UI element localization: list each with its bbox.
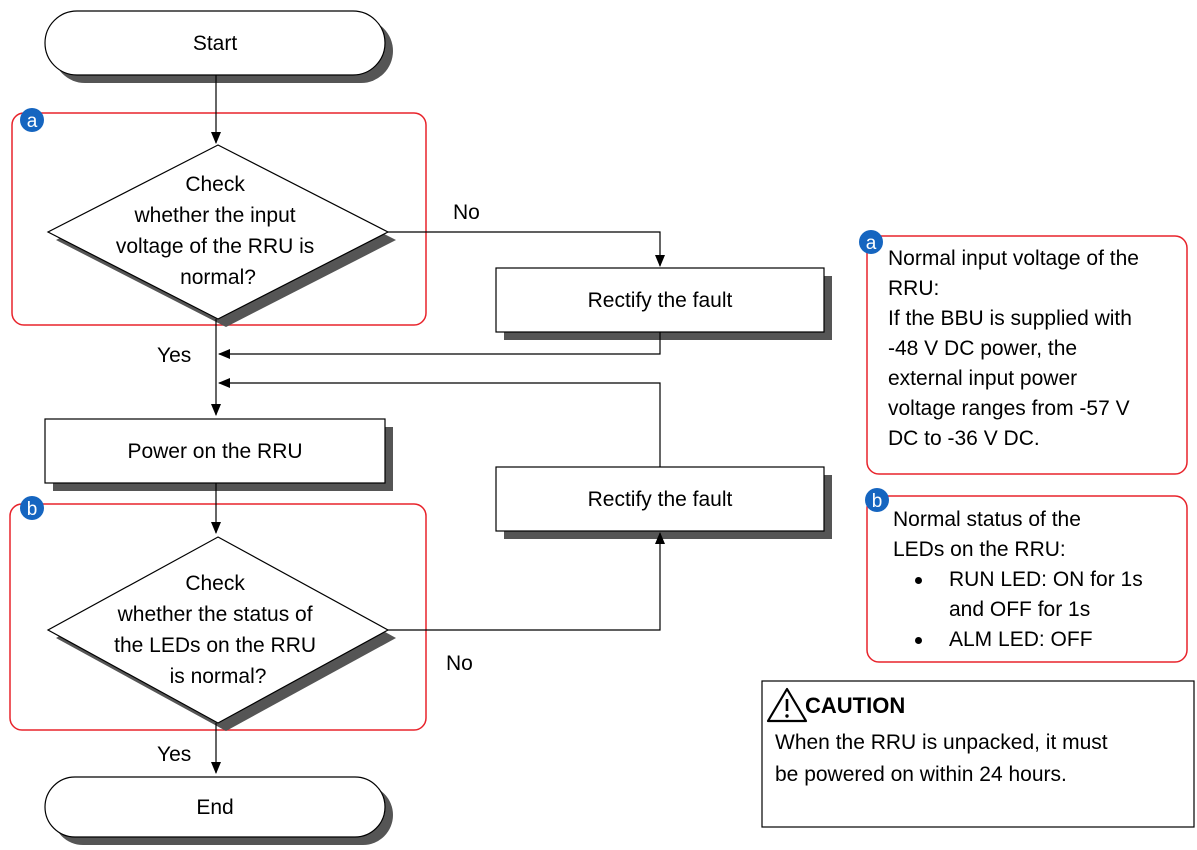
- note-a-line: If the BBU is supplied with: [888, 307, 1132, 330]
- edge-leds-no: [388, 532, 665, 631]
- marker-a-note: a: [859, 230, 883, 254]
- note-b-bullets: RUN LED: ON for 1s and OFF for 1s ALM LE…: [879, 565, 1185, 655]
- note-a-line: -48 V DC power, the: [888, 337, 1078, 360]
- caution-line: be powered on within 24 hours.: [775, 763, 1067, 786]
- note-a-line: external input power: [888, 367, 1078, 390]
- voltage-no-label: No: [453, 201, 480, 224]
- marker-a-left: a: [20, 108, 44, 132]
- caution-title: CAUTION: [805, 693, 906, 718]
- svg-text:b: b: [27, 499, 38, 520]
- note-a-line: RRU:: [888, 277, 940, 300]
- leds-no-label: No: [446, 652, 473, 675]
- note-a-text: Normal input voltage of the RRU: If the …: [888, 244, 1186, 454]
- start-terminal: Start: [44, 10, 393, 83]
- rectify-fault-2-label: Rectify the fault: [588, 488, 733, 511]
- check-leds-decision: Check whether the status of the LEDs on …: [46, 536, 396, 731]
- svg-text:a: a: [27, 111, 38, 132]
- check-leds-line: Check: [185, 572, 245, 595]
- svg-text:a: a: [866, 233, 877, 254]
- check-voltage-line: Check: [185, 173, 245, 196]
- bullet-line: and OFF for 1s: [949, 598, 1091, 621]
- rectify-fault-1-label: Rectify the fault: [588, 289, 733, 312]
- edge-rectify2-return: [218, 378, 661, 468]
- rectify-fault-2-box: Rectify the fault: [495, 466, 832, 539]
- power-on-box: Power on the RRU: [44, 418, 393, 491]
- check-voltage-line: voltage of the RRU is: [116, 235, 314, 258]
- bullet-line: ALM LED: OFF: [949, 628, 1093, 651]
- note-a-line: Normal input voltage of the: [888, 247, 1139, 270]
- bullet-line: RUN LED: ON for 1s: [949, 568, 1143, 591]
- note-b-text: Normal status of the LEDs on the RRU: RU…: [879, 505, 1185, 655]
- rectify-fault-1-box: Rectify the fault: [495, 267, 832, 340]
- check-voltage-text: Check whether the input voltage of the R…: [116, 173, 320, 289]
- caution-box: [761, 680, 1195, 828]
- check-voltage-line: whether the input: [134, 204, 296, 227]
- check-leds-line: whether the status of: [117, 603, 313, 626]
- check-leds-line: is normal?: [170, 665, 267, 688]
- group-a-box: [11, 112, 427, 326]
- note-b-line: LEDs on the RRU:: [893, 538, 1066, 561]
- marker-b-note: b: [865, 488, 889, 512]
- power-on-label: Power on the RRU: [127, 440, 302, 463]
- check-voltage-line: normal?: [180, 266, 256, 289]
- marker-b-left: b: [20, 496, 44, 520]
- end-terminal: End: [44, 776, 393, 845]
- bullet-item: ALM LED: OFF: [891, 625, 1185, 655]
- note-b-box: [866, 495, 1188, 663]
- check-voltage-decision: Check whether the input voltage of the R…: [46, 144, 396, 327]
- check-leds-line: the LEDs on the RRU: [114, 634, 316, 657]
- bullet-item: RUN LED: ON for 1s and OFF for 1s: [891, 565, 1185, 625]
- voltage-yes-label: Yes: [157, 344, 191, 367]
- warning-triangle-icon: [766, 687, 808, 723]
- note-b-line: Normal status of the: [893, 508, 1081, 531]
- end-label: End: [196, 796, 233, 819]
- group-b-box: [9, 503, 427, 731]
- edge-rectify1-return: [218, 332, 661, 359]
- note-a-line: DC to -36 V DC.: [888, 427, 1040, 450]
- check-leds-text: Check whether the status of the LEDs on …: [114, 572, 322, 688]
- start-label: Start: [193, 32, 238, 55]
- caution-text: When the RRU is unpacked, it must be pow…: [775, 727, 1195, 791]
- leds-yes-label: Yes: [157, 743, 191, 766]
- note-a-line: voltage ranges from -57 V: [888, 397, 1130, 420]
- edge-voltage-no: [388, 231, 665, 267]
- caution-line: When the RRU is unpacked, it must: [775, 731, 1108, 754]
- note-a-box: [866, 235, 1188, 475]
- svg-text:b: b: [872, 491, 883, 512]
